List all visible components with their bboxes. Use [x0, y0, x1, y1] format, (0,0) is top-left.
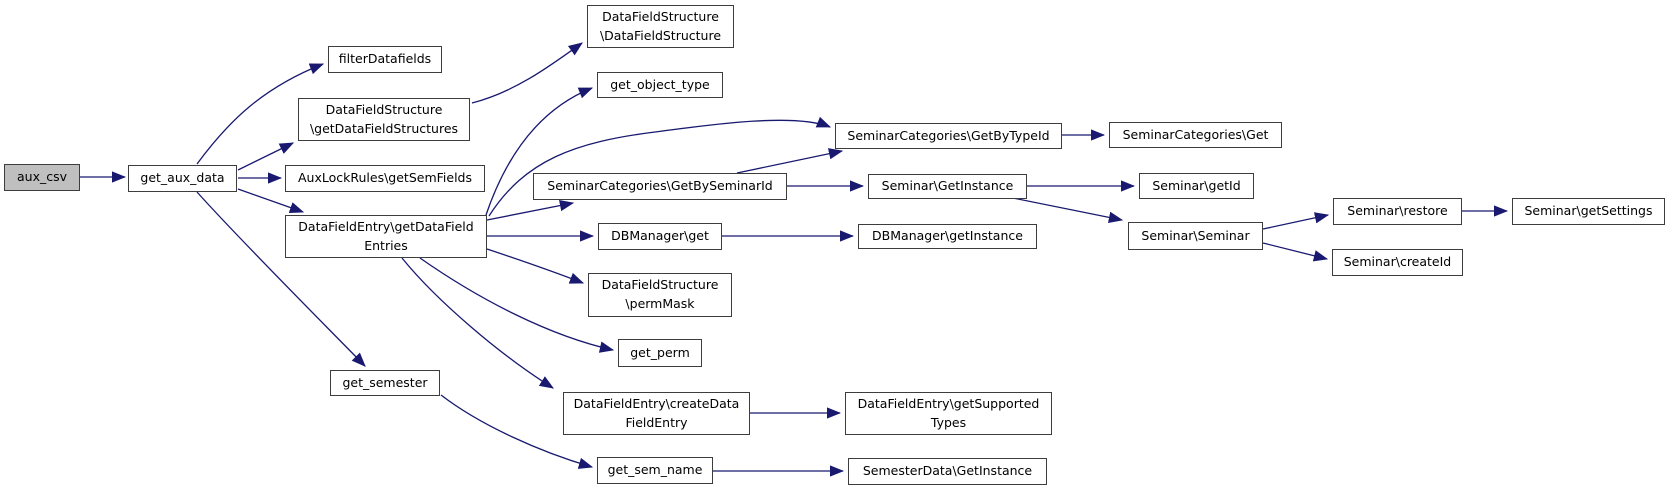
edge-datafieldstructure_getdatafieldstructures-datafieldstructure_datafieldstructure [471, 42, 583, 104]
edge-datafieldentry_getdatafieldentries-datafieldstructure_permmask [486, 248, 585, 284]
node-datafieldstructure-datafieldstructure[interactable]: DataFieldStructure \DataFieldStructure [587, 5, 734, 48]
edge-get_aux_data-datafieldstructure_getdatafieldstructures [237, 142, 295, 171]
node-seminar-getid[interactable]: Seminar\getId [1139, 173, 1254, 199]
edge-datafieldentry_getdatafieldentries-datafieldentry_createdatafieldentry [401, 257, 554, 389]
edge-seminar_seminar-seminar_restore [1262, 212, 1330, 230]
edge-get_aux_data-datafieldentry_getdatafieldentries [237, 188, 305, 214]
node-get-object-type[interactable]: get_object_type [597, 72, 723, 98]
node-get-aux-data[interactable]: get_aux_data [128, 165, 237, 192]
node-dbmanager-getinstance[interactable]: DBManager\getInstance [858, 224, 1037, 249]
node-get-semester[interactable]: get_semester [330, 370, 440, 396]
edge-get_semester-get_sem_name [440, 394, 594, 469]
node-seminar-createid[interactable]: Seminar\createId [1332, 249, 1463, 276]
node-semesterdata-getinstance[interactable]: SemesterData\GetInstance [848, 458, 1047, 485]
node-aux-csv: aux_csv [4, 164, 80, 191]
node-dbmanager-get[interactable]: DBManager\get [598, 223, 722, 250]
node-seminar-seminar[interactable]: Seminar\Seminar [1128, 222, 1263, 250]
node-seminar-getinstance[interactable]: Seminar\GetInstance [868, 174, 1027, 199]
node-seminar-restore[interactable]: Seminar\restore [1333, 198, 1462, 225]
edge-datafieldentry_getdatafieldentries-seminarcategories_getbyseminarid [486, 199, 575, 221]
node-filter-datafields[interactable]: filterDatafields [328, 46, 442, 73]
node-seminar-getsettings[interactable]: Seminar\getSettings [1512, 198, 1665, 225]
edge-seminarcategories_getbyseminarid-seminarcategories_getbytypeid [736, 148, 844, 174]
node-datafieldentry-getsupportedtypes[interactable]: DataFieldEntry\getSupported Types [845, 392, 1052, 435]
node-seminarcategories-getbyseminarid[interactable]: SeminarCategories\GetBySeminarId [533, 173, 787, 200]
node-seminarcategories-getbytypeid[interactable]: SeminarCategories\GetByTypeId [835, 123, 1062, 149]
node-datafieldstructure-getdatafieldstructures[interactable]: DataFieldStructure \getDataFieldStructur… [298, 98, 470, 141]
node-datafieldentry-createdatafieldentry[interactable]: DataFieldEntry\createData FieldEntry [563, 392, 750, 435]
node-get-sem-name[interactable]: get_sem_name [597, 457, 713, 484]
edge-get_aux_data-filter_datafields [196, 63, 325, 165]
node-seminarcategories-get[interactable]: SeminarCategories\Get [1109, 122, 1282, 148]
edge-seminar_seminar-seminar_createid [1262, 242, 1329, 262]
edge-datafieldentry_getdatafieldentries-seminarcategories_getbytypeid [488, 116, 832, 217]
edge-get_aux_data-get_semester [196, 191, 366, 367]
edge-datafieldentry_getdatafieldentries-get_object_type [485, 87, 594, 216]
node-datafieldstructure-permmask[interactable]: DataFieldStructure \permMask [588, 273, 732, 317]
node-get-perm[interactable]: get_perm [618, 339, 702, 367]
node-datafieldentry-getdatafieldentries[interactable]: DataFieldEntry\getDataField Entries [285, 215, 487, 258]
node-auxlockrules-getsemfields[interactable]: AuxLockRules\getSemFields [285, 165, 485, 192]
edge-seminar_getinstance-seminar_seminar [1012, 197, 1124, 224]
edge-datafieldentry_getdatafieldentries-get_perm [419, 257, 615, 353]
